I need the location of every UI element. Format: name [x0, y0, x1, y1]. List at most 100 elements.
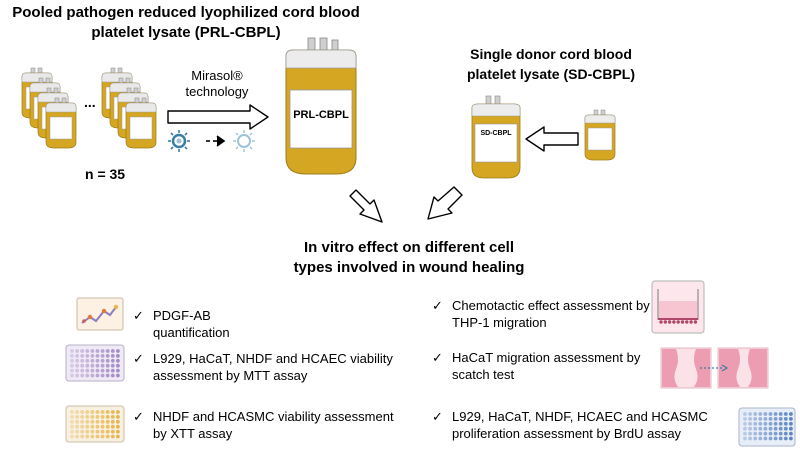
well-dot — [116, 363, 120, 368]
active-virus-icon — [168, 130, 190, 152]
well-dot — [80, 424, 85, 429]
well-dot — [778, 417, 783, 421]
well-dot — [773, 436, 778, 441]
well-dot — [116, 434, 120, 439]
well-dot — [95, 434, 100, 439]
well-dot — [95, 349, 100, 353]
well-dot — [773, 412, 778, 416]
well-dot — [95, 358, 100, 363]
brdu-well-plate-icon — [738, 407, 796, 447]
well-dot — [80, 415, 85, 419]
well-dot — [748, 417, 752, 421]
well-dot — [90, 354, 95, 358]
assay-brdu-text: L929, HaCaT, NHDF, HCAEC and HCASMC prol… — [452, 409, 708, 441]
pathogen-inactivation-icons — [168, 130, 255, 152]
well-dot — [70, 363, 74, 368]
well-dot — [758, 426, 763, 431]
well-dot — [95, 354, 100, 358]
well-dot — [100, 429, 105, 434]
well-dot — [95, 419, 100, 424]
elisa-plate-icon — [76, 297, 124, 331]
well-dot — [75, 363, 79, 368]
well-dot — [763, 421, 768, 426]
well-dot — [80, 368, 85, 373]
well-dot — [110, 373, 115, 378]
well-dot — [85, 363, 90, 368]
well-dot — [110, 349, 115, 353]
well-dot — [90, 358, 95, 363]
well-dot — [80, 434, 85, 439]
well-dot — [743, 417, 747, 421]
well-dot — [70, 354, 74, 358]
well-dot — [773, 431, 778, 436]
effect-title-line2: types involved in wound healing — [293, 259, 525, 276]
cell-dot — [676, 320, 680, 324]
well-dot — [763, 426, 768, 431]
well-dot — [116, 429, 120, 434]
well-dot — [100, 368, 105, 373]
well-dot — [110, 358, 115, 363]
well-dot — [85, 410, 90, 414]
well-dot — [753, 436, 758, 441]
well-dot — [100, 410, 105, 414]
effect-title: In vitro effect on different cell types … — [264, 238, 554, 278]
assay-xtt-text: NHDF and HCASMC viability assessment by … — [153, 409, 394, 441]
well-dot — [743, 436, 747, 441]
well-dot — [100, 373, 105, 378]
pooled-title: Pooled pathogen reduced lyophilized cord… — [0, 3, 372, 43]
well-dot — [116, 373, 120, 378]
well-dot — [763, 412, 768, 416]
well-dot — [748, 436, 752, 441]
well-dot — [70, 373, 74, 378]
check-icon: ✓ — [133, 308, 144, 323]
well-dot — [75, 429, 79, 434]
single-title: Single donor cord blood platelet lysate … — [446, 44, 656, 84]
well-dot — [100, 358, 105, 363]
cell-dot — [659, 320, 663, 324]
well-dot — [100, 363, 105, 368]
well-dot — [100, 419, 105, 424]
well-dot — [105, 368, 110, 373]
well-dot — [116, 358, 120, 363]
mirasol-line1: Mirasol® — [191, 68, 243, 83]
well-dot — [100, 434, 105, 439]
well-dot — [100, 415, 105, 419]
well-dot — [783, 436, 788, 441]
check-icon: ✓ — [133, 409, 144, 424]
well-dot — [773, 421, 778, 426]
well-dot — [70, 419, 74, 424]
well-dot — [95, 363, 100, 368]
donor-to-sd-arrow — [525, 126, 579, 152]
well-dot — [85, 354, 90, 358]
well-dot — [753, 421, 758, 426]
prl-to-effect-arrow — [349, 189, 383, 223]
well-dot — [70, 434, 74, 439]
well-dot — [783, 431, 788, 436]
single-title-line2: platelet lysate (SD-CBPL) — [466, 66, 636, 82]
cell-dot — [680, 320, 685, 324]
well-dot — [70, 349, 74, 353]
well-dot — [743, 412, 747, 416]
well-dot — [768, 412, 773, 416]
well-dot — [70, 358, 74, 363]
well-dot — [758, 421, 763, 426]
well-dot — [105, 424, 110, 429]
well-dot — [748, 431, 752, 436]
well-dot — [116, 410, 120, 414]
check-icon: ✓ — [432, 350, 443, 365]
well-dot — [783, 426, 788, 431]
well-dot — [90, 429, 95, 434]
well-dot — [80, 419, 85, 424]
well-dot — [778, 426, 783, 431]
well-dot — [783, 412, 788, 416]
well-dot — [110, 410, 115, 414]
check-icon: ✓ — [133, 351, 144, 366]
well-dot — [85, 429, 90, 434]
well-dot — [90, 373, 95, 378]
well-dot — [743, 426, 747, 431]
well-dot — [70, 429, 74, 434]
well-dot — [763, 417, 768, 421]
well-dot — [70, 410, 74, 414]
well-dot — [90, 424, 95, 429]
well-dot — [789, 421, 793, 426]
